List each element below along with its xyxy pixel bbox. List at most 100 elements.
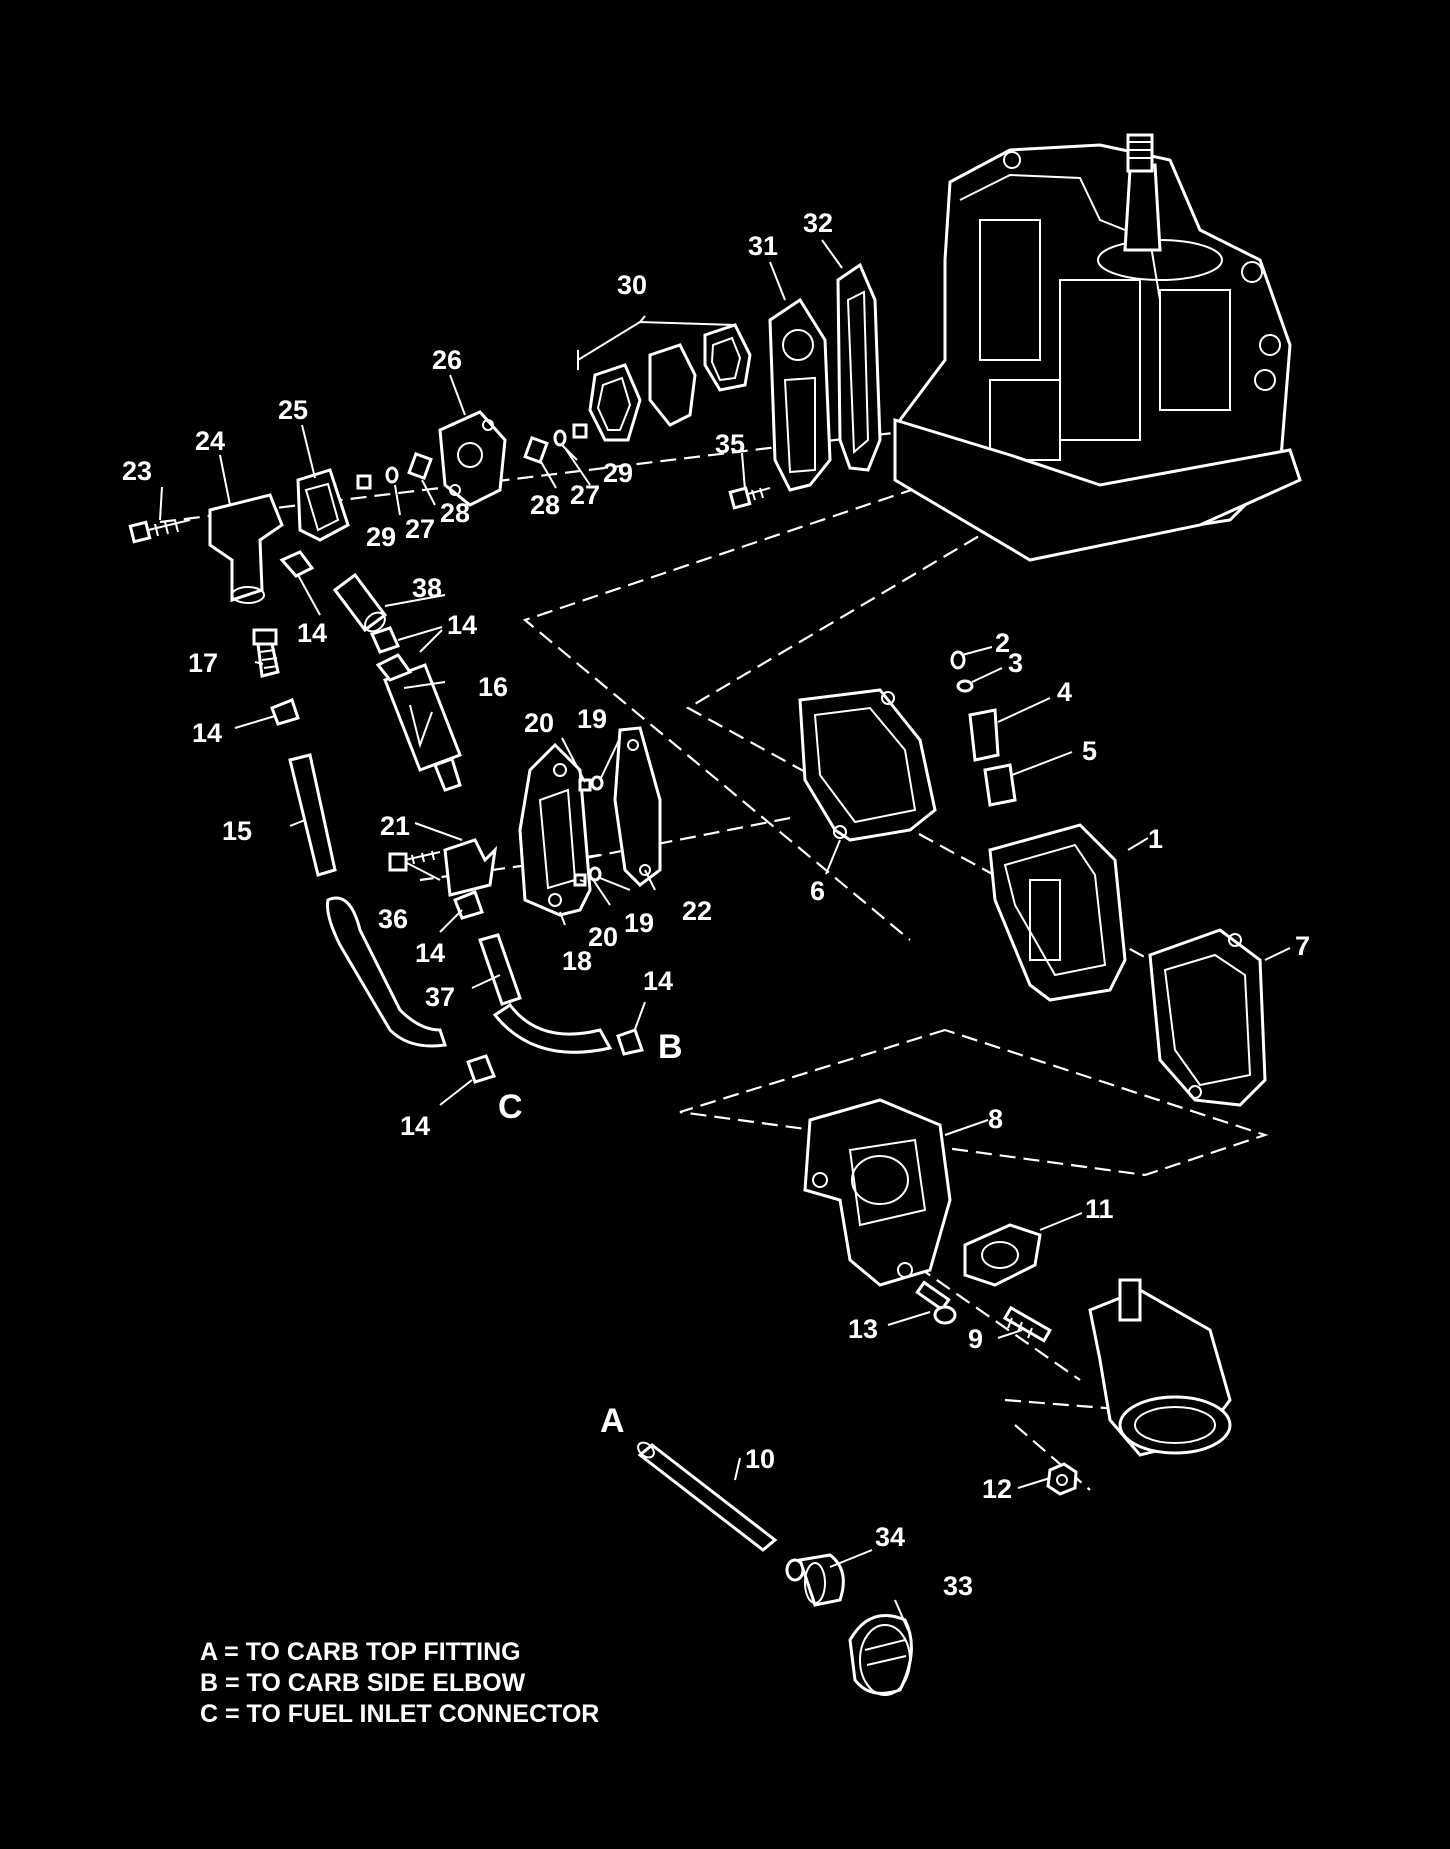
part-label-32: 32 <box>803 208 833 238</box>
screw-13 <box>915 1280 957 1325</box>
part-label-19: 19 <box>577 704 607 734</box>
part-label-28: 28 <box>440 498 470 528</box>
clip-21 <box>443 838 498 897</box>
bracket-18 <box>518 742 592 917</box>
part-label-23: 23 <box>122 456 152 486</box>
legend-line-b: B = TO CARB SIDE ELBOW <box>200 1669 526 1697</box>
part-label-22: 22 <box>682 896 712 926</box>
part-label-33: 33 <box>943 1571 973 1601</box>
elbow-24 <box>208 493 284 603</box>
part-label-1: 1 <box>1148 824 1163 854</box>
hose-b <box>492 1002 613 1054</box>
part-label-20: 20 <box>588 922 618 952</box>
part-label-30: 30 <box>617 270 647 300</box>
connector-17 <box>252 628 280 678</box>
hose-37 <box>478 933 522 1006</box>
pump-body-31 <box>768 297 832 492</box>
part-label-29: 29 <box>366 522 396 552</box>
diaphragm-kit-30 <box>588 323 752 442</box>
stud-9 <box>1002 1305 1052 1343</box>
part-label-20: 20 <box>524 708 554 738</box>
part-label-21: 21 <box>380 811 410 841</box>
carburetor-assembly <box>803 1098 1232 1496</box>
connection-marks: A B C <box>498 1028 683 1440</box>
engine-block <box>893 133 1302 562</box>
part-label-26: 26 <box>432 345 462 375</box>
part-label-14: 14 <box>643 966 673 996</box>
clamp-14-f <box>466 1054 496 1084</box>
filter-16 <box>375 653 462 792</box>
fuel-lines <box>252 550 644 1084</box>
part-label-19: 19 <box>624 908 654 938</box>
part-label-17: 17 <box>188 648 218 678</box>
part-label-14: 14 <box>415 938 445 968</box>
part-label-11: 11 <box>1085 1194 1114 1224</box>
fuel-pump-assembly <box>128 262 882 604</box>
part-labels: 1 2 3 4 5 6 7 8 9 10 11 12 13 14 14 14 1… <box>122 208 1310 1601</box>
legend: A = TO CARB TOP FITTING B = TO CARB SIDE… <box>200 1638 599 1728</box>
clamp-14-c <box>270 698 300 726</box>
part-label-10: 10 <box>745 1444 775 1474</box>
part-label-14: 14 <box>447 610 477 640</box>
pump-bracket-assembly <box>388 726 662 917</box>
part-label-28: 28 <box>530 490 560 520</box>
part-label-3: 3 <box>1008 648 1023 678</box>
part-label-34: 34 <box>875 1522 905 1552</box>
screw-23 <box>128 519 191 544</box>
connection-mark-c: C <box>498 1088 523 1126</box>
hose-38 <box>332 572 388 633</box>
part-label-31: 31 <box>748 231 778 261</box>
part-label-15: 15 <box>222 816 252 846</box>
part-label-16: 16 <box>478 672 508 702</box>
valves-left <box>356 451 433 490</box>
part-label-25: 25 <box>278 395 308 425</box>
intake-assembly <box>798 650 1267 1107</box>
leader-lines <box>159 239 1291 1631</box>
part-label-27: 27 <box>570 480 600 510</box>
cap-33 <box>848 1614 913 1696</box>
tube-10 <box>637 1443 778 1552</box>
part-label-18: 18 <box>562 946 592 976</box>
part-label-27: 27 <box>405 514 435 544</box>
reed-5 <box>983 763 1017 807</box>
gasket-7 <box>1148 928 1267 1107</box>
legend-line-c: C = TO FUEL INLET CONNECTOR <box>200 1700 599 1728</box>
nut-12 <box>1046 1462 1078 1496</box>
gasket-32 <box>836 262 882 472</box>
clamp-14-b <box>369 626 401 654</box>
part-label-14: 14 <box>192 718 222 748</box>
valves-right <box>523 423 588 465</box>
part-label-35: 35 <box>715 429 745 459</box>
part-label-5: 5 <box>1082 736 1097 766</box>
gasket-25 <box>296 468 350 542</box>
gasket-6 <box>798 688 937 842</box>
part-label-13: 13 <box>848 1314 878 1344</box>
part-label-12: 12 <box>982 1474 1012 1504</box>
bracket-22 <box>613 726 662 887</box>
screw-2 <box>950 650 966 670</box>
hose-15 <box>288 753 337 877</box>
clamp-14-a <box>279 550 315 578</box>
legend-line-a: A = TO CARB TOP FITTING <box>200 1638 521 1666</box>
gasket-11 <box>963 1223 1042 1287</box>
part-label-14: 14 <box>400 1111 430 1141</box>
fitting-34 <box>785 1553 845 1607</box>
screw-35 <box>728 486 771 510</box>
part-label-37: 37 <box>425 982 455 1012</box>
part-label-29: 29 <box>603 458 633 488</box>
hose-c <box>326 896 447 1048</box>
part-label-38: 38 <box>412 573 442 603</box>
part-label-7: 7 <box>1295 931 1310 961</box>
part-label-6: 6 <box>810 876 825 906</box>
part-label-8: 8 <box>988 1104 1003 1134</box>
part-label-2: 2 <box>995 628 1010 658</box>
pump-cover-26 <box>438 410 507 507</box>
part-label-4: 4 <box>1057 677 1072 707</box>
part-label-24: 24 <box>195 426 225 456</box>
bottom-parts <box>637 1441 913 1696</box>
part-label-9: 9 <box>968 1324 983 1354</box>
clamp-14-e <box>616 1028 644 1056</box>
part-label-14: 14 <box>297 618 327 648</box>
part-label-36: 36 <box>378 904 408 934</box>
